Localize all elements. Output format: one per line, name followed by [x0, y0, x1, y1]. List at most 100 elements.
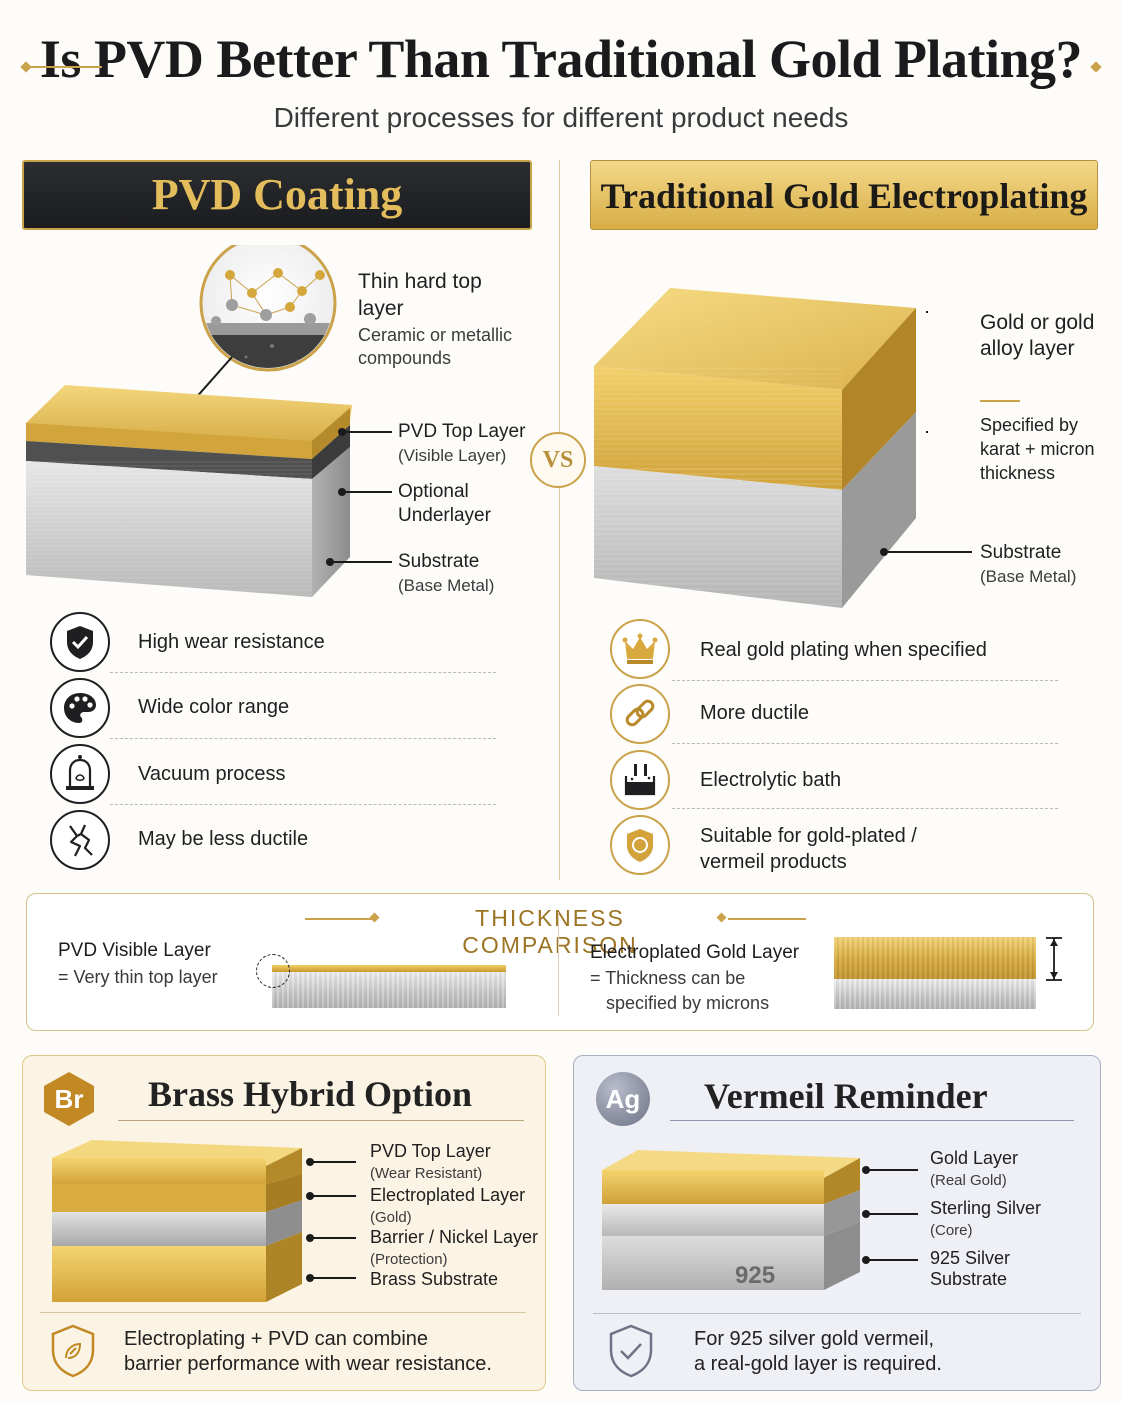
pvd-feature-1: High wear resistance [138, 631, 325, 653]
electrolytic-bath-icon [610, 750, 670, 810]
pvd-top-leader [344, 431, 392, 433]
brass-l2-dot [306, 1192, 314, 1200]
brass-l3-dot [306, 1234, 314, 1242]
brass-layer-3-name: Barrier / Nickel Layer [370, 1227, 539, 1247]
brass-note-line-1: Electroplating + PVD can combine [124, 1328, 429, 1350]
thickness-pvd-zoom-circle [256, 954, 290, 988]
vermeil-layer-stack [602, 1150, 860, 1290]
column-divider [559, 160, 560, 880]
shield-gold-icon [610, 815, 670, 875]
pvd-callout-desc: Ceramic or metallic compounds [358, 325, 513, 368]
brass-badge-icon [44, 1072, 94, 1126]
pvd-under-leader [344, 491, 392, 493]
title-rule-left [30, 66, 102, 68]
brass-l4-leader [312, 1277, 356, 1279]
page-subtitle: Different processes for different produc… [273, 102, 849, 133]
vermeil-layer-2: Sterling Silver (Core) [930, 1198, 1090, 1241]
electro-feature-2: More ductile [700, 702, 809, 724]
electro-substrate-note: (Base Metal) [980, 567, 1077, 586]
pvd-top-layer-label: PVD Top Layer (Visible Layer) [398, 420, 538, 468]
brass-note-rule [40, 1312, 526, 1313]
electro-layer-diagram [594, 288, 928, 608]
pvd-feature-4: May be less ductile [138, 828, 309, 850]
vermeil-l2-leader [868, 1213, 918, 1215]
pvd-feature-3: Vacuum process [138, 763, 286, 785]
vs-badge: VS [530, 432, 586, 488]
molecule-magnifier [199, 245, 337, 372]
electro-feature-4: Suitable for gold-plated / vermeil produ… [700, 825, 917, 873]
brass-l2-leader [312, 1195, 356, 1197]
thickness-divider [558, 912, 559, 1016]
pvd-substrate-note: (Base Metal) [398, 576, 495, 595]
thickness-pvd-silver-strip [272, 972, 506, 1008]
vermeil-note-line-1: For 925 silver gold vermeil, [694, 1328, 935, 1350]
pvd-callout-title: Thin hard top layer [358, 270, 482, 320]
pvd-top-dot [338, 428, 346, 436]
crown-icon [610, 619, 670, 679]
thickness-pvd-desc: = Very thin top layer [58, 967, 218, 987]
vermeil-l3-dot [862, 1256, 870, 1264]
vermeil-title: Vermeil Reminder [704, 1076, 988, 1116]
vermeil-l3-leader [868, 1259, 918, 1261]
brass-l1-leader [312, 1161, 356, 1163]
vermeil-note-line-2: a real-gold layer is required. [694, 1353, 942, 1375]
brass-layer-1: PVD Top Layer (Wear Resistant) [370, 1141, 530, 1184]
brass-l4-dot [306, 1274, 314, 1282]
electro-banner: Traditional Gold Electroplating [590, 160, 1098, 230]
pvd-sub-leader [332, 561, 392, 563]
electro-feature-divider-1 [672, 680, 1058, 681]
vermeil-l2-dot [862, 1210, 870, 1218]
vermeil-badge: Ag [596, 1072, 650, 1126]
shield-leaf-icon [51, 1324, 95, 1378]
pvd-top-layer-name: PVD Top Layer [398, 421, 526, 442]
vermeil-layer-2-name: Sterling Silver [930, 1198, 1042, 1218]
vermeil-stamp: 925 [735, 1262, 776, 1289]
thickness-rule-left [305, 918, 375, 920]
electro-feature-divider-3 [672, 808, 1058, 809]
electro-substrate-name: Substrate [980, 542, 1062, 563]
pvd-banner-title: PVD Coating [151, 170, 403, 219]
vermeil-l1-dot [862, 1166, 870, 1174]
brass-title: Brass Hybrid Option [148, 1074, 473, 1114]
brass-layer-2-name: Electroplated Layer [370, 1185, 526, 1205]
brass-layer-3: Barrier / Nickel Layer (Protection) [370, 1227, 540, 1270]
pvd-substrate-label: Substrate (Base Metal) [398, 550, 538, 598]
brass-layer-4: Brass Substrate [370, 1269, 499, 1289]
thickness-arrow [1046, 937, 1062, 981]
pvd-callout: Thin hard top layer Ceramic or metallic … [358, 268, 528, 370]
pvd-under-dot [338, 488, 346, 496]
thickness-electro-desc-2: specified by microns [606, 993, 770, 1013]
vermeil-title-rule [670, 1120, 1074, 1121]
thickness-title: THICKNESS COMPARISON [462, 905, 638, 958]
shield-check-outline-icon [609, 1324, 653, 1378]
electro-banner-title: Traditional Gold Electroplating [600, 176, 1088, 216]
electro-sub-leader [886, 551, 972, 553]
palette-icon [50, 678, 110, 738]
brass-layer-stack [52, 1140, 302, 1302]
pvd-layer-diagram [26, 245, 352, 597]
pvd-banner: PVD Coating [22, 160, 532, 230]
thickness-rule-right [728, 918, 806, 920]
electro-gold-layer-label: Gold or gold alloy layer [980, 311, 1095, 360]
electro-feature-3: Electrolytic bath [700, 769, 842, 791]
pvd-feature-divider-1 [110, 672, 496, 673]
pvd-feature-divider-2 [110, 738, 496, 739]
vermeil-layer-2-note: (Core) [930, 1222, 973, 1239]
vermeil-layer-1-name: Gold Layer [930, 1148, 1019, 1168]
shield-check-icon [50, 612, 110, 672]
pvd-sub-dot [326, 558, 334, 566]
brass-layer-2-note: (Gold) [370, 1209, 412, 1226]
page-title: Is PVD Better Than Traditional Gold Plat… [39, 29, 1083, 89]
pvd-top-layer-note: (Visible Layer) [398, 446, 507, 465]
thickness-electro-silver-strip [834, 979, 1036, 1009]
thickness-electro-gold-strip [834, 937, 1036, 979]
vermeil-layer-3: 925 Silver Substrate [930, 1248, 1090, 1290]
chain-link-icon [610, 684, 670, 744]
brass-l3-leader [312, 1237, 356, 1239]
brass-title-rule [118, 1120, 524, 1121]
brass-badge-label: Br [54, 1084, 84, 1114]
vermeil-layer-1: Gold Layer (Real Gold) [930, 1148, 1090, 1191]
brass-layer-1-note: (Wear Resistant) [370, 1165, 483, 1182]
vermeil-layer-3-note: Substrate [930, 1269, 1008, 1289]
brass-l1-dot [306, 1158, 314, 1166]
